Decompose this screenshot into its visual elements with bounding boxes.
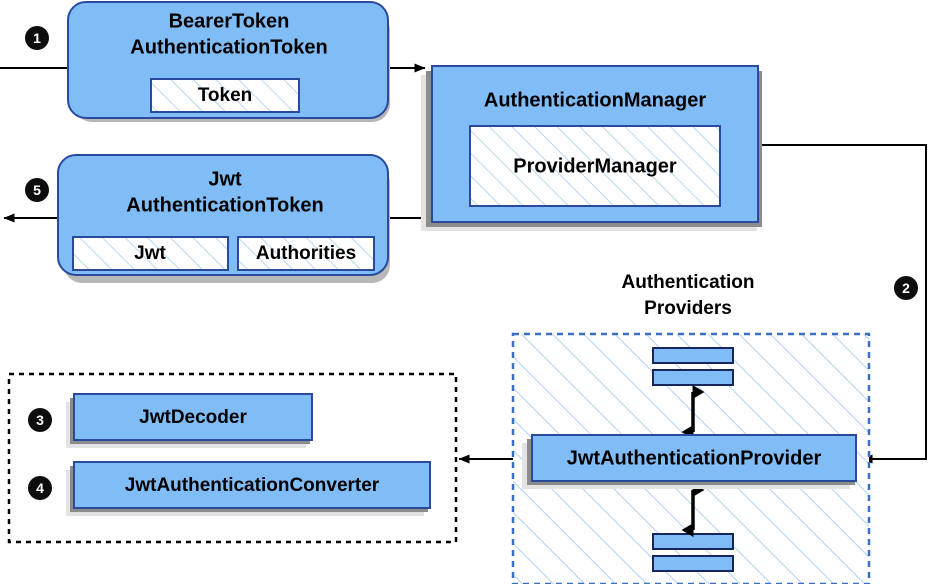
step-badge-1: 1 [25,26,49,50]
bearer-token-label-line1: BearerToken [169,10,290,32]
authorities-chip-label: Authorities [256,243,356,264]
step-badge-4: 4 [28,476,52,500]
token-chip-box[interactable] [150,78,300,113]
step-badge-1-number: 1 [33,30,41,46]
provider-placeholder-bar-bottom-2 [652,555,734,572]
jwt-chip-label: Jwt [134,243,166,264]
authentication-providers-title-line1: Authentication [622,272,755,293]
provider-placeholder-bar-top-2 [652,369,734,386]
jwt-authentication-provider-box[interactable] [531,434,857,482]
step-badge-2-number: 2 [902,280,910,296]
jwt-token-label-line2: AuthenticationToken [126,194,323,216]
jwt-decoder-box[interactable] [73,393,313,441]
step-badge-4-number: 4 [36,480,44,496]
step-badge-3-number: 3 [36,412,44,428]
authentication-manager-label: AuthenticationManager [484,89,706,111]
jwt-chip-box[interactable] [72,236,229,271]
provider-placeholder-bar-top-1 [652,347,734,364]
step-badge-3: 3 [28,408,52,432]
authentication-manager-group: AuthenticationManager ProviderManager [421,65,762,231]
jwt-decoder-label: JwtDecoder [139,407,247,428]
jwt-authentication-token-group: Jwt AuthenticationToken Jwt Authorities [57,154,390,283]
authentication-providers-group: Authentication Providers JwtAuthenticati… [511,272,871,584]
authorities-chip-box[interactable] [237,236,375,271]
authentication-providers-title-line2: Providers [644,298,732,319]
jwt-components-region [7,372,458,544]
jwt-authentication-converter-box[interactable] [73,461,431,509]
bearer-token-box[interactable] [67,1,389,119]
step-badge-5-number: 5 [33,182,41,198]
bearer-token-authentication-token-group: BearerToken AuthenticationToken Token [67,1,390,122]
bearer-token-label-line2: AuthenticationToken [130,36,327,58]
step-badge-2: 2 [894,276,918,300]
connector-manager-to-provider [758,144,927,464]
step-badge-5: 5 [25,178,49,202]
provider-manager-box[interactable] [469,125,721,207]
jwt-authentication-provider-label: JwtAuthenticationProvider [567,447,822,469]
jwt-token-label-line1: Jwt [208,168,242,190]
provider-placeholder-bar-bottom-1 [652,533,734,550]
provider-manager-label: ProviderManager [513,155,677,177]
jwt-authentication-converter-label: JwtAuthenticationConverter [125,475,380,496]
token-chip-label: Token [198,85,253,106]
jwt-components-group: JwtDecoder JwtAuthenticationConverter [7,372,458,544]
